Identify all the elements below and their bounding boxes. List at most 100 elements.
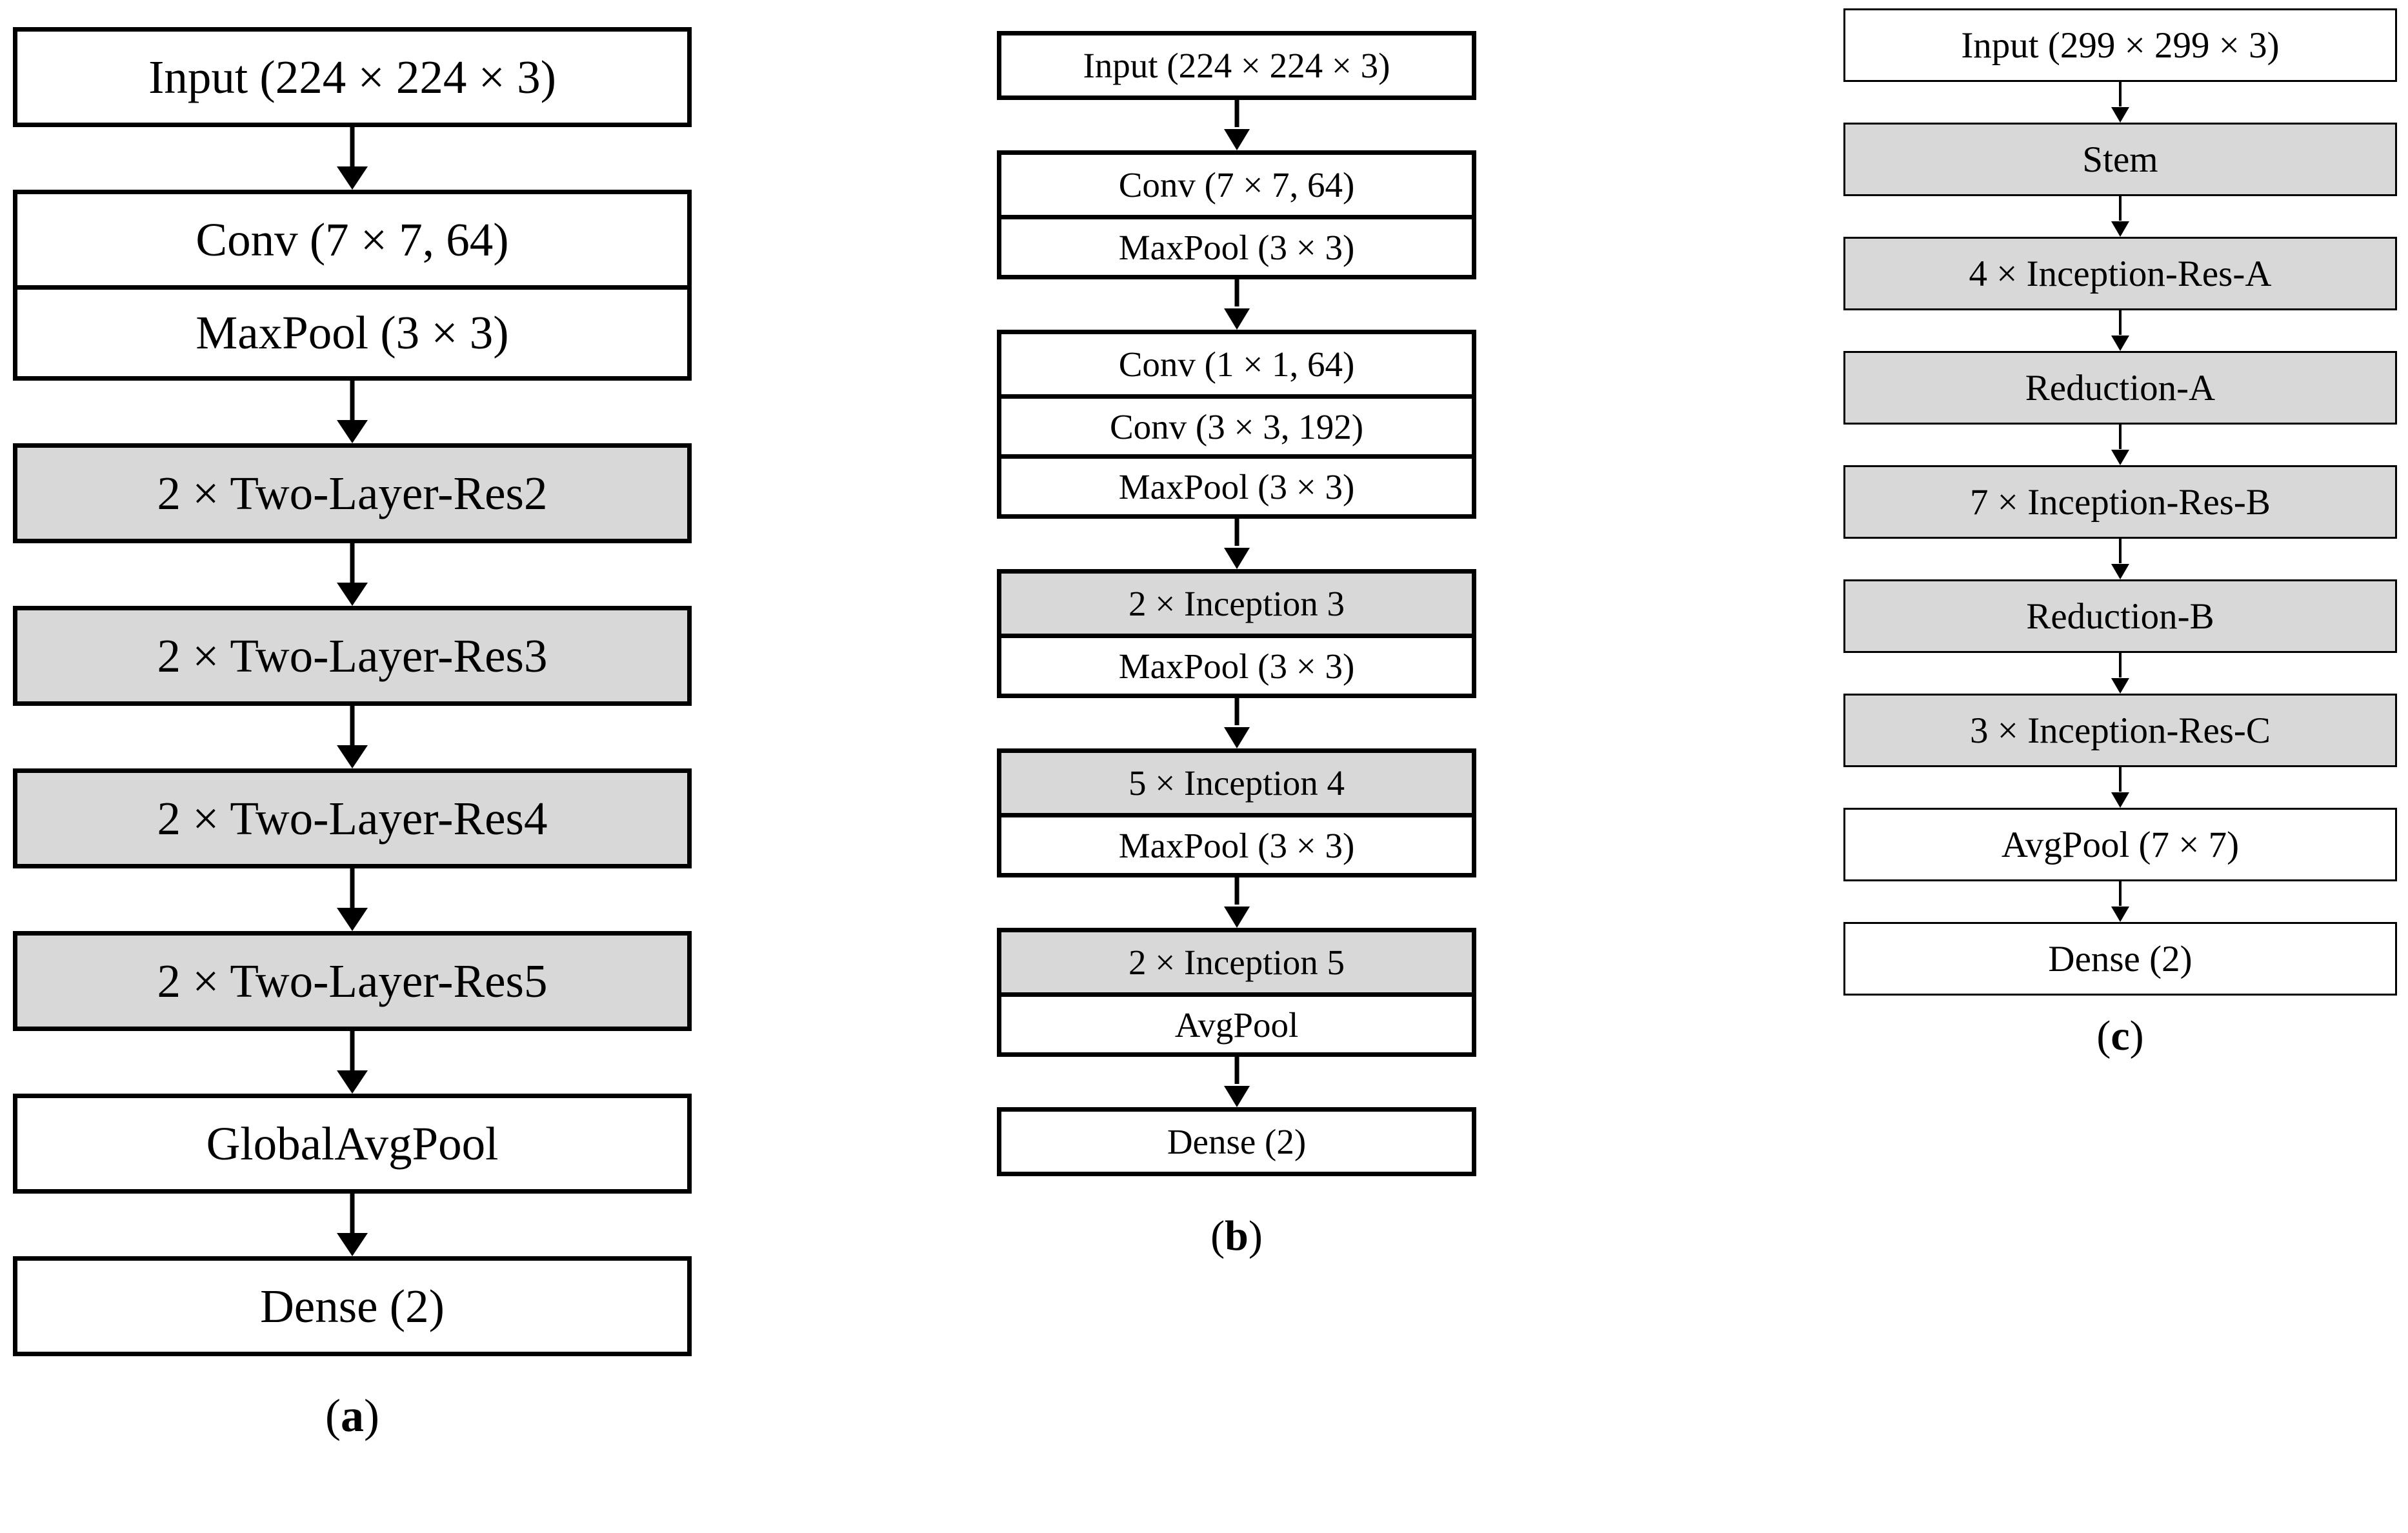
layer-block-group: 3 × Inception-Res-C (1843, 694, 2397, 767)
caption-paren-open: ( (1210, 1212, 1225, 1259)
flow-arrow (13, 127, 692, 190)
layer-block-group: 2 × Two-Layer-Res2 (13, 443, 692, 543)
flow-arrow (13, 706, 692, 768)
layer-block: 2 × Inception 5 (1001, 932, 1472, 992)
caption-letter: c (2111, 1012, 2130, 1059)
layer-block: AvgPool (7 × 7) (1845, 810, 2395, 879)
flow-arrow (997, 519, 1476, 569)
arrow-shaft (2119, 767, 2122, 792)
layer-block: GlobalAvgPool (17, 1098, 687, 1189)
layer-block: Dense (2) (1001, 1112, 1472, 1172)
arrow-head-icon (337, 1070, 368, 1094)
flow-arrow (13, 543, 692, 606)
layer-block: MaxPool (3 × 3) (17, 285, 687, 376)
arrow-shaft (2119, 425, 2122, 449)
arrow-head-icon (337, 166, 368, 190)
flow-arrow (13, 1194, 692, 1256)
layer-block: 3 × Inception-Res-C (1845, 696, 2395, 765)
arrow-shaft (2119, 82, 2122, 106)
arrow-shaft (350, 706, 355, 745)
arrow-shaft (1234, 100, 1239, 127)
layer-block-group: Conv (7 × 7, 64)MaxPool (3 × 3) (997, 150, 1476, 279)
arrow-head-icon (2111, 907, 2129, 922)
caption-paren-close: ) (364, 1390, 379, 1441)
arrow-shaft (1234, 877, 1239, 905)
flow-arrow (1843, 310, 2397, 351)
flow-arrow (1843, 767, 2397, 808)
layer-block-group: Dense (2) (997, 1107, 1476, 1176)
arrow-shaft (350, 381, 355, 420)
flow-arrow (1843, 539, 2397, 579)
arrow-shaft (2119, 539, 2122, 563)
arrow-shaft (350, 543, 355, 583)
layer-block: 2 × Two-Layer-Res2 (17, 448, 687, 539)
flow-arrow (997, 698, 1476, 748)
panel-a-resnet-flowchart: Input (224 × 224 × 3)Conv (7 × 7, 64)Max… (13, 0, 692, 1439)
flow-arrow (997, 1057, 1476, 1107)
flow-arrow (13, 381, 692, 443)
arrow-head-icon (1223, 727, 1250, 748)
layer-block-group: Input (224 × 224 × 3) (997, 31, 1476, 100)
flow-arrow (13, 1031, 692, 1094)
layer-block-group: Conv (7 × 7, 64)MaxPool (3 × 3) (13, 190, 692, 381)
caption-paren-open: ( (2096, 1012, 2111, 1059)
arrow-head-icon (2111, 564, 2129, 579)
layer-block: 2 × Two-Layer-Res3 (17, 610, 687, 701)
layer-block-group: AvgPool (7 × 7) (1843, 808, 2397, 881)
arrow-head-icon (1223, 907, 1250, 928)
arrow-head-icon (337, 908, 368, 931)
layer-block: Conv (7 × 7, 64) (1001, 155, 1472, 215)
arrow-shaft (1234, 698, 1239, 725)
layer-block-group: Stem (1843, 123, 2397, 196)
caption-letter: a (341, 1390, 364, 1441)
arrow-shaft (350, 1194, 355, 1233)
panel-b-googlenet-flowchart: Input (224 × 224 × 3)Conv (7 × 7, 64)Max… (997, 0, 1476, 1257)
layer-block-group: GlobalAvgPool (13, 1094, 692, 1194)
layer-block: Input (224 × 224 × 3) (1001, 35, 1472, 95)
arrow-shaft (350, 868, 355, 908)
caption-letter: b (1225, 1212, 1249, 1259)
layer-block: Dense (2) (1845, 924, 2395, 994)
arrow-shaft (350, 1031, 355, 1070)
layer-block: MaxPool (3 × 3) (1001, 634, 1472, 694)
caption-paren-close: ) (2129, 1012, 2144, 1059)
layer-block: 7 × Inception-Res-B (1845, 467, 2395, 537)
panel-caption: (b) (997, 1215, 1476, 1257)
layer-block: Input (299 × 299 × 3) (1845, 10, 2395, 80)
arrow-head-icon (2111, 107, 2129, 123)
arrow-shaft (2119, 196, 2122, 221)
panel-caption: (c) (1843, 1015, 2397, 1057)
layer-block: MaxPool (3 × 3) (1001, 215, 1472, 275)
arrow-head-icon (1223, 129, 1250, 150)
arrow-head-icon (1223, 1086, 1250, 1107)
layer-block: 2 × Inception 3 (1001, 574, 1472, 634)
layer-block-group: Dense (2) (13, 1256, 692, 1356)
layer-block-group: Reduction-A (1843, 351, 2397, 425)
flow-arrow (1843, 881, 2397, 922)
arrow-shaft (1234, 519, 1239, 546)
arrow-shaft (1234, 279, 1239, 306)
layer-block: 5 × Inception 4 (1001, 753, 1472, 813)
arrow-shaft (2119, 310, 2122, 335)
layer-block: Conv (3 × 3, 192) (1001, 394, 1472, 454)
flow-arrow (997, 877, 1476, 928)
caption-paren-open: ( (325, 1390, 341, 1441)
layer-block-group: Reduction-B (1843, 579, 2397, 653)
arrow-head-icon (2111, 221, 2129, 237)
layer-block: 2 × Two-Layer-Res4 (17, 773, 687, 864)
arrow-shaft (1234, 1057, 1239, 1084)
layer-block: Reduction-A (1845, 353, 2395, 423)
arrow-head-icon (2111, 792, 2129, 808)
layer-block: Conv (1 × 1, 64) (1001, 334, 1472, 394)
arrow-head-icon (2111, 336, 2129, 351)
layer-block: Stem (1845, 125, 2395, 194)
arrow-head-icon (337, 745, 368, 768)
layer-block: Conv (7 × 7, 64) (17, 194, 687, 285)
layer-block: MaxPool (3 × 3) (1001, 813, 1472, 873)
arrow-head-icon (1223, 308, 1250, 330)
